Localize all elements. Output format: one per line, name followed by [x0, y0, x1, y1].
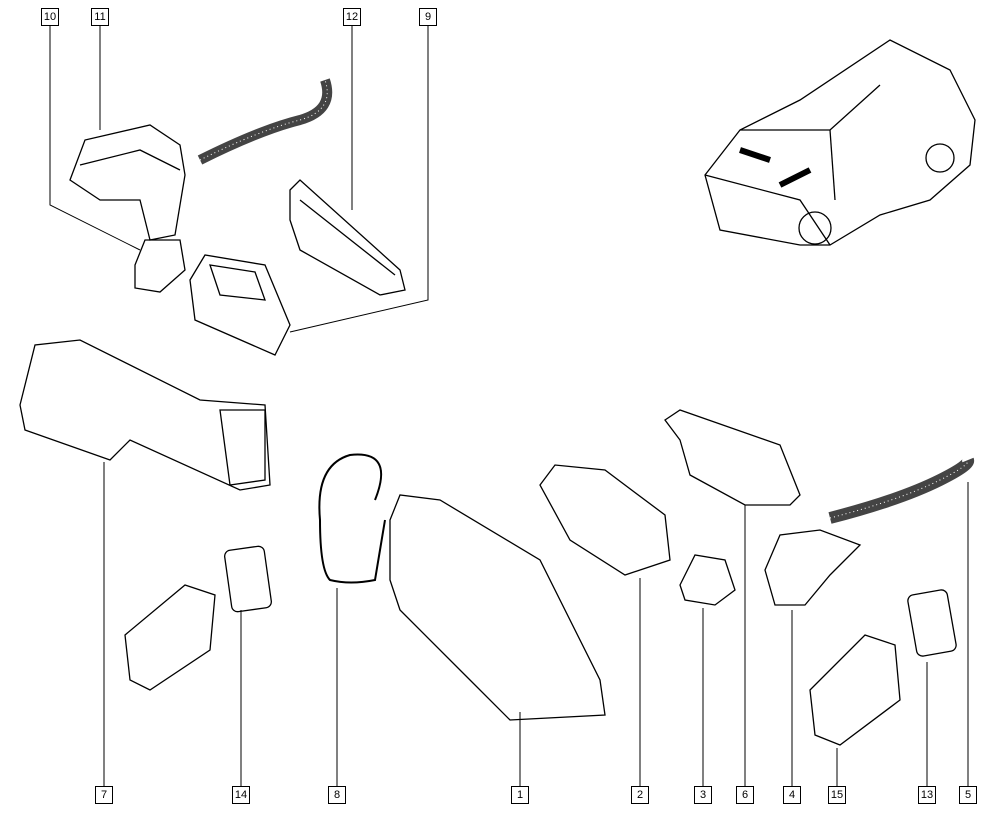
callout-10: 10 — [41, 8, 59, 26]
part-12-vent — [289, 179, 406, 296]
part-10-bracket — [134, 239, 186, 293]
callout-2: 2 — [631, 786, 649, 804]
part-1-duct — [389, 494, 606, 721]
callout-4: 4 — [783, 786, 801, 804]
callout-7: 7 — [95, 786, 113, 804]
part-4-vent — [764, 529, 862, 606]
callout-9: 9 — [419, 8, 437, 26]
part-13-grille — [907, 589, 957, 657]
callout-15: 15 — [828, 786, 846, 804]
callout-13: 13 — [918, 786, 936, 804]
part-5-hose — [828, 457, 975, 524]
callout-6: 6 — [736, 786, 754, 804]
part-6-vent — [664, 409, 801, 506]
part-3-bracket — [679, 554, 736, 606]
leader-lines — [49, 26, 969, 787]
callout-11: 11 — [91, 8, 109, 26]
part-8-seal — [318, 453, 386, 584]
outlet-left — [124, 584, 216, 691]
callout-14: 14 — [232, 786, 250, 804]
callout-8: 8 — [328, 786, 346, 804]
callout-12: 12 — [343, 8, 361, 26]
part-11-duct — [69, 124, 186, 241]
part-9-vent — [189, 254, 291, 356]
part-5-hose-ribs — [829, 459, 969, 519]
callout-3: 3 — [694, 786, 712, 804]
part-7-duct — [19, 339, 271, 491]
part-14-grille — [224, 545, 272, 613]
flex-hose-upper — [197, 78, 333, 165]
flex-hose-upper-ribs — [199, 79, 328, 161]
callout-1: 1 — [511, 786, 529, 804]
callout-5: 5 — [959, 786, 977, 804]
vehicle-illustration — [704, 39, 976, 246]
part-15-outlet — [809, 634, 901, 746]
part-2-vent — [539, 464, 671, 576]
